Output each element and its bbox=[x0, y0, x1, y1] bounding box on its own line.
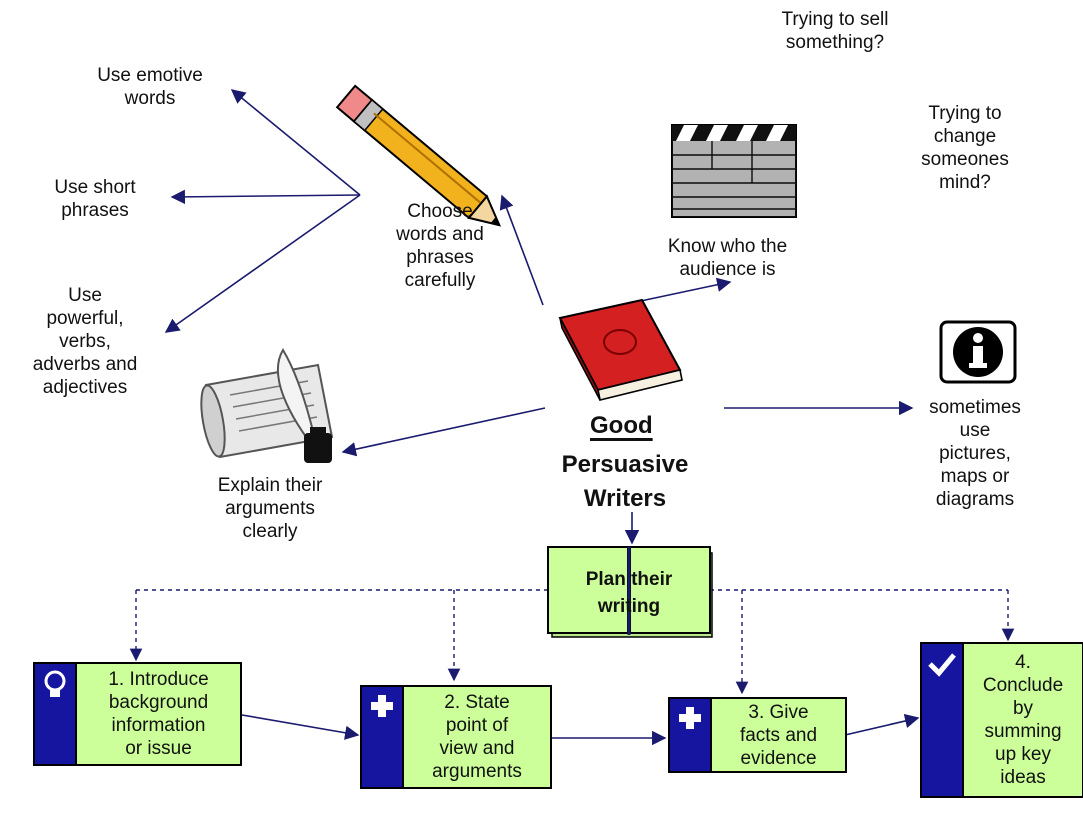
step-4-bar bbox=[920, 642, 962, 798]
label-emotive-words: Use emotive words bbox=[97, 65, 203, 109]
step-1-label: 1. Introduce background information or i… bbox=[75, 662, 242, 766]
pencil-icon bbox=[335, 84, 502, 227]
step-1: 1. Introduce background information or i… bbox=[33, 662, 242, 766]
plan-label: Plan their writing bbox=[585, 569, 673, 617]
center-title-writers: Persuasive Writers bbox=[561, 451, 689, 512]
arrow-to-short bbox=[170, 189, 361, 205]
arrow-step1-step2 bbox=[241, 714, 360, 740]
step-4-label: 4. Conclude by summing up key ideas bbox=[962, 642, 1083, 798]
arrow-to-powerful bbox=[164, 194, 361, 333]
book-icon bbox=[558, 298, 683, 401]
step-3-label: 3. Give facts and evidence bbox=[710, 697, 847, 773]
label-audience: Know who the audience is bbox=[667, 236, 788, 280]
label-sell: Trying to sell something? bbox=[781, 9, 889, 53]
plus-icon bbox=[679, 707, 701, 729]
arrow-to-audience bbox=[635, 277, 732, 303]
clapperboard-icon bbox=[671, 124, 797, 218]
arrow-to-pencil bbox=[499, 194, 544, 306]
step-3: 3. Give facts and evidence bbox=[668, 697, 847, 773]
label-powerful-words: Use powerful, verbs, adverbs and adjecti… bbox=[32, 285, 138, 398]
info-icon bbox=[939, 320, 1017, 384]
lightbulb-icon bbox=[44, 670, 66, 697]
arrow-step3-step4 bbox=[844, 713, 920, 736]
step-1-bar bbox=[33, 662, 75, 766]
step-4: 4. Conclude by summing up key ideas bbox=[920, 642, 1083, 798]
checkmark-icon bbox=[928, 653, 956, 677]
label-pictures: sometimes use pictures, maps or diagrams bbox=[929, 397, 1021, 510]
scroll-quill-icon bbox=[200, 348, 334, 463]
step-2-label: 2. State point of view and arguments bbox=[402, 685, 552, 789]
step-3-bar bbox=[668, 697, 710, 773]
label-explain: Explain their arguments clearly bbox=[217, 475, 323, 542]
step-2-bar bbox=[360, 685, 402, 789]
label-choose-words: Choose words and phrases carefully bbox=[396, 201, 484, 291]
step-2: 2. State point of view and arguments bbox=[360, 685, 552, 789]
label-short-phrases: Use short phrases bbox=[54, 177, 136, 221]
center-title-good: Good bbox=[590, 412, 653, 439]
arrow-to-emotive bbox=[230, 89, 361, 196]
arrow-to-explain bbox=[341, 407, 546, 457]
plus-icon bbox=[371, 695, 393, 717]
label-change-mind: Trying to change someones mind? bbox=[921, 103, 1009, 193]
plan-book-icon bbox=[547, 546, 713, 638]
